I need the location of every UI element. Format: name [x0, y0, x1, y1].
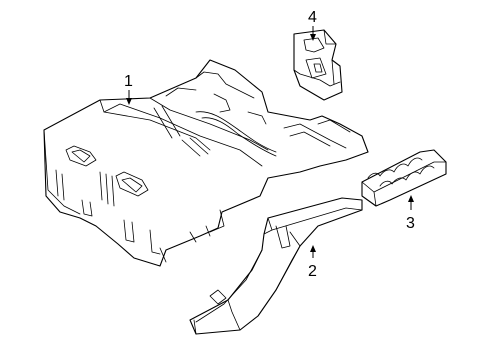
callout-2: 2	[308, 245, 317, 280]
callout-1-number: 1	[124, 73, 133, 90]
floor-pan-part	[43, 59, 369, 267]
callout-3-arrow	[408, 195, 414, 202]
bracket-part	[293, 29, 343, 101]
reinforcement-part	[361, 149, 447, 207]
callout-3-number: 3	[406, 215, 415, 232]
callout-2-arrow	[310, 245, 316, 252]
callout-3: 3	[406, 195, 415, 232]
callout-1: 1	[124, 73, 133, 105]
callout-1-arrow	[126, 98, 132, 105]
callout-2-number: 2	[308, 263, 317, 280]
callout-4: 4	[308, 9, 317, 41]
callout-4-number: 4	[308, 9, 317, 26]
rear-rail-part	[189, 197, 363, 335]
callout-4-arrow	[310, 34, 316, 41]
